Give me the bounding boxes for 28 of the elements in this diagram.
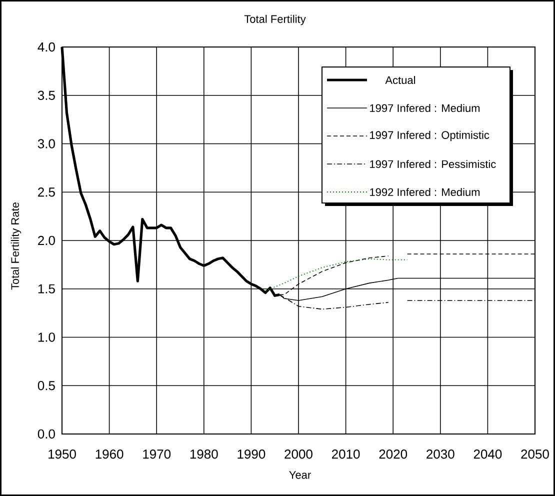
y-tick-label: 1.0 xyxy=(38,332,55,342)
x-tick-label: 2020 xyxy=(379,450,408,459)
x-tick-label: 2050 xyxy=(521,450,549,459)
x-axis-title: Year xyxy=(289,471,311,479)
y-axis-title: Total Fertility Rate xyxy=(10,202,22,290)
x-tick-label: 1970 xyxy=(143,450,171,459)
legend-label: Actual xyxy=(385,76,416,84)
x-tick-label: 2010 xyxy=(332,450,360,459)
legend-label: 1997 Infered : Pessimistic xyxy=(370,160,496,168)
y-tick-label: 0.0 xyxy=(38,429,55,439)
y-tick-label: 3.0 xyxy=(38,139,55,148)
legend-label: 1997 Infered : Medium xyxy=(370,104,480,112)
y-tick-label: 2.0 xyxy=(38,236,55,246)
chart-title: Total Fertility xyxy=(244,14,306,26)
x-tick-label: 1990 xyxy=(238,450,266,459)
y-tick-label: 1.5 xyxy=(38,284,55,294)
y-tick-label: 0.5 xyxy=(38,381,55,390)
x-tick-label: 2030 xyxy=(426,450,454,459)
x-tick-label: 1950 xyxy=(48,450,76,459)
x-tick-label: 1960 xyxy=(96,450,124,459)
x-tick-label: 1980 xyxy=(190,450,218,459)
y-tick-label: 2.5 xyxy=(38,188,55,197)
x-tick-label: 2040 xyxy=(474,450,502,459)
y-tick-label: 3.5 xyxy=(38,90,55,100)
x-tick-label: 2000 xyxy=(284,450,312,459)
y-tick-label: 4.0 xyxy=(38,42,55,52)
legend-label: 1997 Infered : Optimistic xyxy=(370,130,490,142)
legend-label: 1992 Infered : Medium xyxy=(370,188,480,196)
